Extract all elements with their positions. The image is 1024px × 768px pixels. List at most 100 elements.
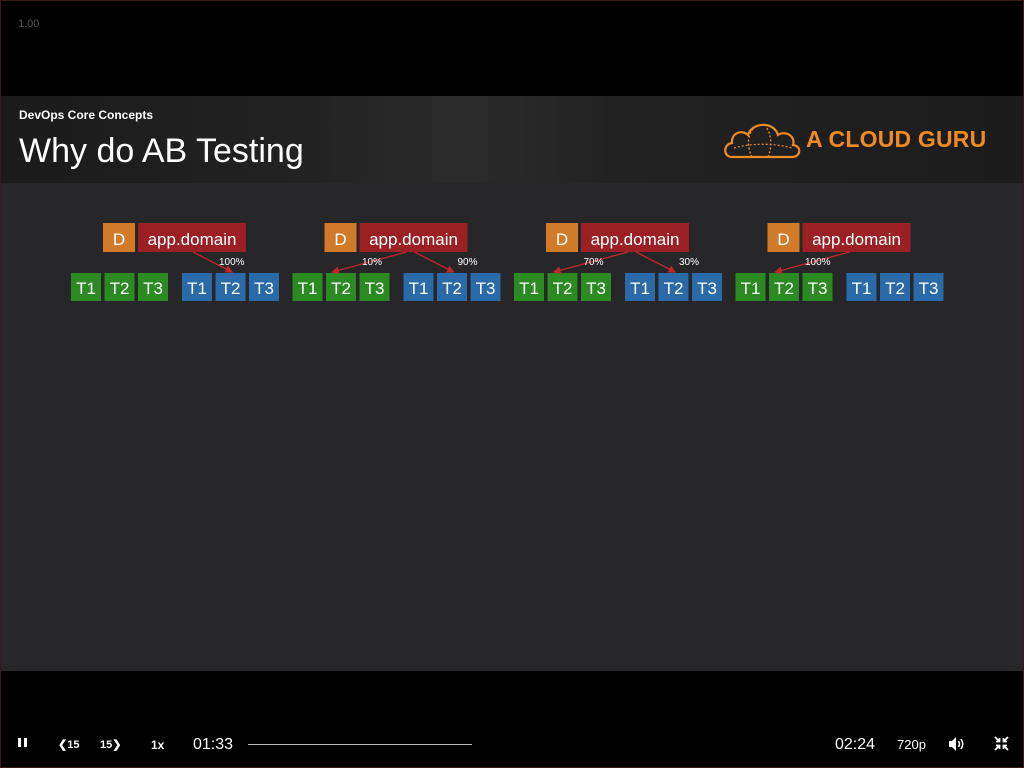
blue-task-label: T3 <box>697 279 717 298</box>
speed-button[interactable]: 1x <box>151 738 165 752</box>
blue-task-box <box>470 273 501 301</box>
domain-box <box>138 223 246 252</box>
domain-label: app.domain <box>369 230 458 249</box>
blue-task-box <box>692 273 722 301</box>
green-task-box <box>71 273 101 301</box>
green-task-box <box>581 273 611 301</box>
blue-task-label: T1 <box>852 279 872 298</box>
blue-task-label: T3 <box>254 279 274 298</box>
domain-box <box>359 223 468 252</box>
blue-task-label: T3 <box>476 279 496 298</box>
blue-task-label: T1 <box>630 279 650 298</box>
cloud-icon <box>724 123 801 159</box>
blue-task-label: T2 <box>221 279 241 298</box>
blue-task-label: T2 <box>442 279 462 298</box>
green-task-box <box>359 273 390 301</box>
green-task-box <box>802 273 833 301</box>
duration: 02:24 <box>835 736 876 753</box>
quality-button[interactable]: 720p <box>897 737 926 752</box>
blue-task-box <box>913 273 944 301</box>
dns-label: D <box>113 230 125 249</box>
blue-task-box <box>249 273 279 301</box>
rewind-15-button[interactable]: ❮15 <box>58 738 79 751</box>
blue-task-box <box>880 273 910 301</box>
slide-title: Why do AB Testing <box>19 132 304 170</box>
domain-box <box>581 223 689 252</box>
traffic-arrow <box>331 251 407 275</box>
green-task-box <box>326 273 356 301</box>
blue-traffic-percent: 100% <box>219 257 245 268</box>
dns-label: D <box>556 230 568 249</box>
blue-task-box <box>658 273 689 301</box>
blue-task-box <box>215 273 246 301</box>
forward-15-button[interactable]: 15❯ <box>100 738 121 751</box>
traffic-arrow <box>635 251 677 273</box>
green-task-label: T2 <box>774 279 794 298</box>
blue-task-box <box>437 273 467 301</box>
playback-rate-overlay: 1.00 <box>18 18 40 30</box>
domain-box <box>802 223 911 252</box>
blue-task-label: T1 <box>409 279 429 298</box>
green-task-label: T1 <box>519 279 539 298</box>
dns-label: D <box>334 230 346 249</box>
green-task-box <box>735 273 766 301</box>
green-traffic-percent: 10% <box>362 257 382 268</box>
blue-task-box <box>846 273 877 301</box>
green-task-label: T2 <box>110 279 130 298</box>
course-title: DevOps Core Concepts <box>19 108 154 122</box>
green-task-box <box>514 273 544 301</box>
dns-box <box>103 223 135 252</box>
green-task-box <box>292 273 323 301</box>
traffic-arrow <box>414 251 455 273</box>
green-task-label: T3 <box>808 279 828 298</box>
rewind-label: 15 <box>67 739 80 751</box>
blue-task-label: T3 <box>919 279 939 298</box>
domain-label: app.domain <box>148 230 237 249</box>
green-task-label: T3 <box>586 279 606 298</box>
blue-task-label: T1 <box>187 279 207 298</box>
green-traffic-percent: 100% <box>805 257 831 268</box>
chevron-left-icon: ❮ <box>58 739 68 751</box>
seek-bar[interactable] <box>248 744 472 745</box>
blue-traffic-percent: 90% <box>458 257 478 268</box>
dns-box <box>767 223 800 252</box>
dns-box <box>546 223 578 252</box>
green-task-label: T3 <box>365 279 385 298</box>
volume-icon[interactable] <box>948 736 966 752</box>
slide-header-band <box>1 96 1023 183</box>
blue-task-box <box>182 273 212 301</box>
blue-task-label: T2 <box>885 279 905 298</box>
pause-button[interactable] <box>16 736 30 750</box>
dns-box <box>324 223 357 252</box>
controls-bar <box>1 704 1023 766</box>
blue-task-box <box>403 273 434 301</box>
green-task-label: T1 <box>741 279 761 298</box>
chevron-right-icon: ❯ <box>112 739 122 751</box>
green-task-label: T3 <box>143 279 163 298</box>
green-task-box <box>547 273 578 301</box>
domain-label: app.domain <box>812 230 901 249</box>
brand-logo: A CLOUD GURU <box>722 117 994 163</box>
green-traffic-percent: 70% <box>584 257 604 268</box>
green-task-label: T1 <box>76 279 96 298</box>
green-task-box <box>104 273 135 301</box>
exit-fullscreen-icon[interactable] <box>994 736 1009 751</box>
blue-task-box <box>625 273 655 301</box>
green-task-label: T2 <box>553 279 573 298</box>
brand-name: A CLOUD GURU <box>806 126 987 152</box>
traffic-arrow <box>192 251 234 273</box>
green-task-label: T1 <box>298 279 318 298</box>
forward-label: 15 <box>100 739 113 751</box>
green-task-box <box>769 273 799 301</box>
domain-label: app.domain <box>591 230 680 249</box>
blue-traffic-percent: 30% <box>679 257 699 268</box>
traffic-arrow <box>552 251 629 275</box>
current-time: 01:33 <box>193 736 234 753</box>
green-task-box <box>138 273 168 301</box>
dns-label: D <box>777 230 789 249</box>
green-task-label: T2 <box>331 279 351 298</box>
traffic-arrow <box>774 251 850 275</box>
blue-task-label: T2 <box>664 279 684 298</box>
